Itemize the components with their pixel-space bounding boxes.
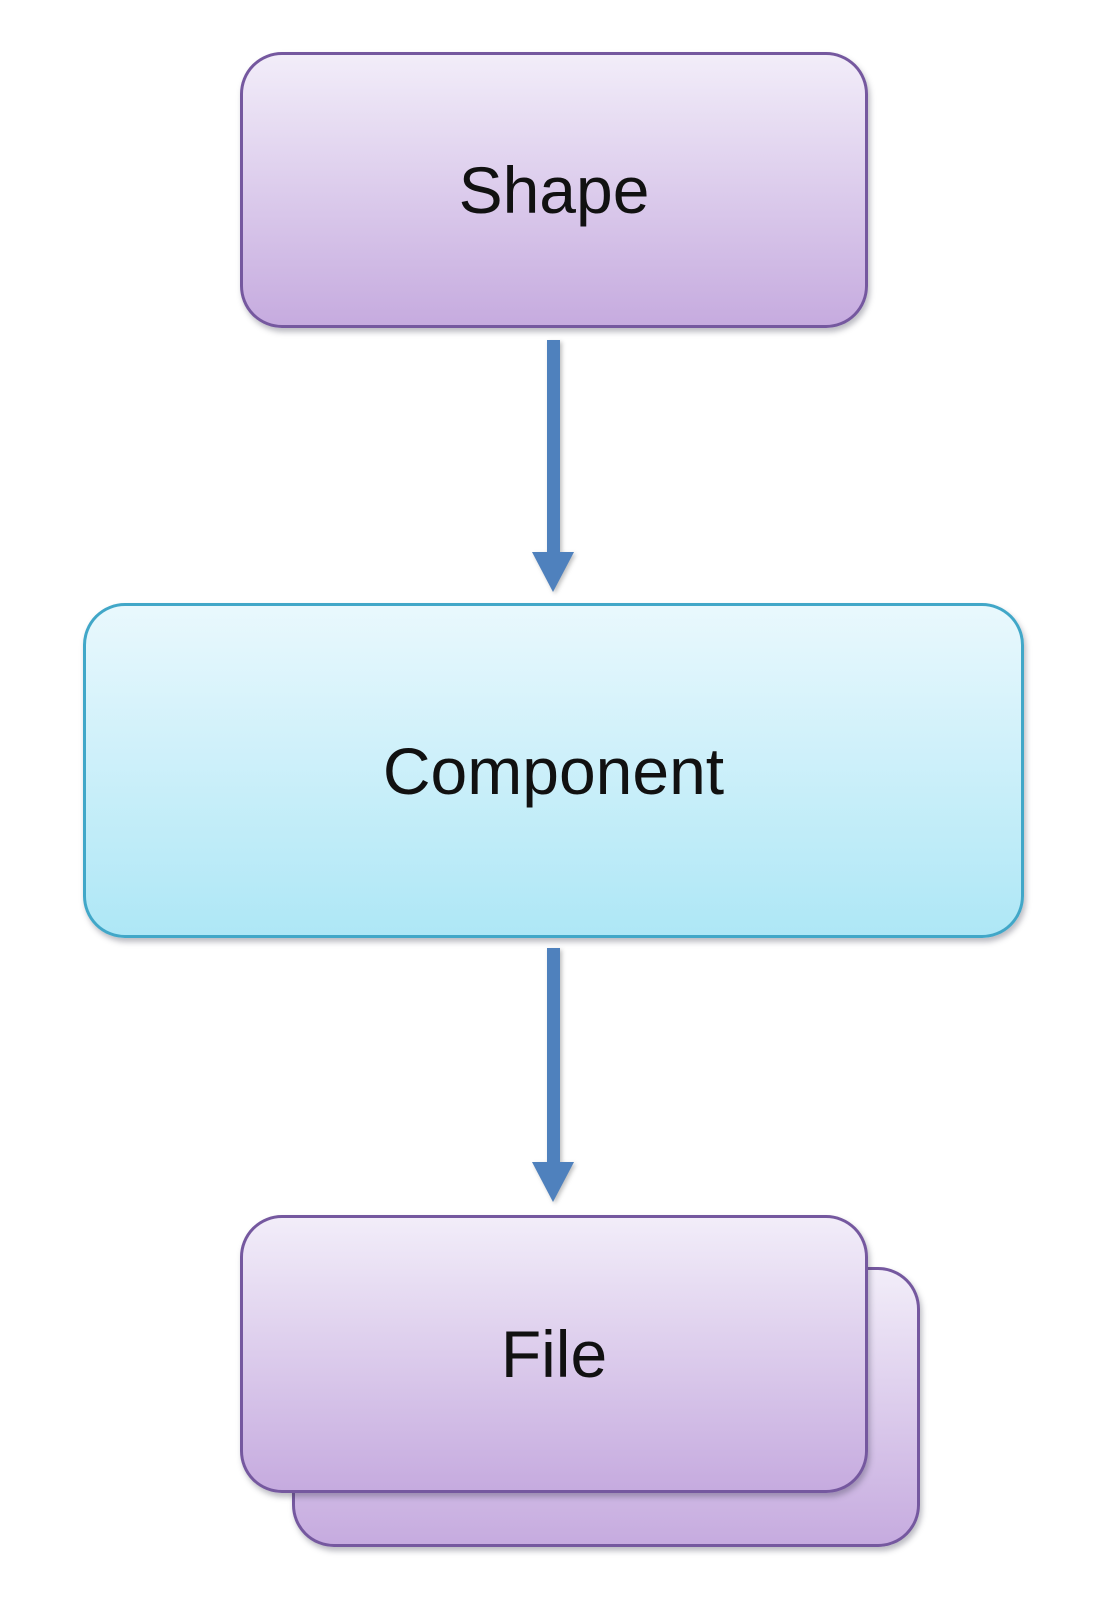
node-file[interactable]: File	[240, 1215, 868, 1493]
node-shape-label: Shape	[458, 153, 650, 227]
arrow-shaft	[546, 340, 560, 552]
arrow-shaft	[546, 948, 560, 1162]
node-component-label: Component	[382, 733, 725, 808]
node-component[interactable]: Component	[83, 603, 1024, 938]
arrow-down-icon	[532, 552, 574, 592]
arrow-shape-to-component	[532, 340, 574, 592]
node-shape[interactable]: Shape	[240, 52, 868, 328]
arrow-down-icon	[532, 1162, 574, 1202]
arrow-component-to-file	[532, 948, 574, 1202]
node-file-label: File	[500, 1317, 608, 1391]
